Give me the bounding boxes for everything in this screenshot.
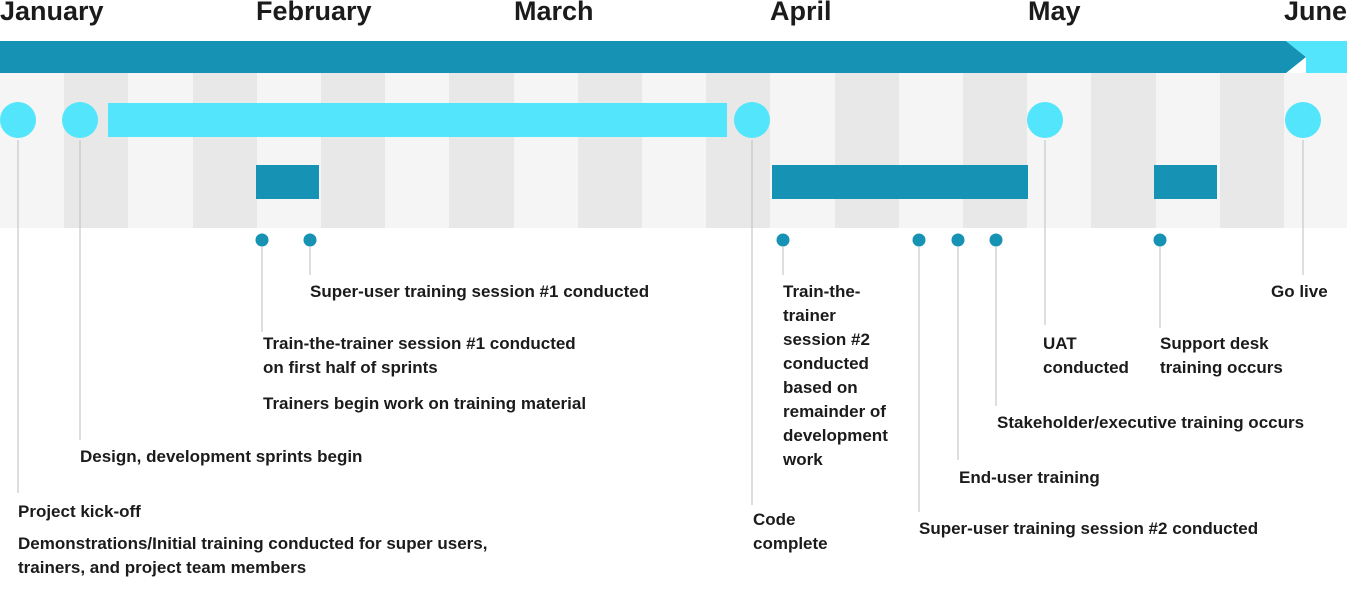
milestone-circle: [734, 102, 770, 138]
label-trainers-material: Trainers begin work on training material: [263, 394, 587, 413]
label-end-user-training: End-user training: [959, 468, 1100, 487]
week-band: [899, 73, 963, 228]
week-band: [835, 73, 899, 228]
week-band: [1220, 73, 1284, 228]
label-go-live: Go live: [1271, 282, 1328, 301]
label-train-the-trainer-2: Train-the- trainer session #2 conducted …: [783, 282, 888, 469]
week-band: [64, 73, 128, 228]
week-band: [578, 73, 642, 228]
label-super-user-session-2: Super-user training session #2 conducted: [919, 519, 1259, 538]
milestone-circle: [1285, 102, 1321, 138]
label-demonstrations: Demonstrations/Initial training conducte…: [18, 534, 488, 577]
label-project-kickoff: Project kick-off: [18, 502, 141, 521]
timeline-arrow: [0, 41, 1306, 73]
training-bar-february: [256, 165, 319, 199]
week-band: [1091, 73, 1156, 228]
month-label-june: June: [1284, 0, 1347, 26]
week-band: [449, 73, 514, 228]
label-train-the-trainer-1: Train-the-trainer session #1 conducted o…: [263, 334, 576, 377]
event-dot: [912, 233, 926, 247]
week-band: [1284, 73, 1347, 228]
week-band: [770, 73, 835, 228]
week-band: [642, 73, 706, 228]
week-band: [193, 73, 257, 228]
week-band: [0, 73, 64, 228]
month-label-january: January: [0, 0, 104, 26]
connector-lines: [17, 140, 1304, 512]
training-bar-april: [772, 165, 1028, 199]
event-dot: [951, 233, 965, 247]
label-stakeholder-training: Stakeholder/executive training occurs: [997, 413, 1305, 432]
month-label-february: February: [256, 0, 372, 26]
week-bands: [0, 73, 1347, 228]
event-dots: [255, 233, 1167, 247]
week-band: [385, 73, 449, 228]
event-dot: [1153, 233, 1167, 247]
event-dot: [776, 233, 790, 247]
event-dot: [255, 233, 269, 247]
milestone-circle: [62, 102, 98, 138]
week-band: [706, 73, 770, 228]
timeline-arrow-tip: [1286, 41, 1347, 73]
label-support-desk: Support desk training occurs: [1160, 334, 1283, 377]
week-band: [321, 73, 385, 228]
week-band: [128, 73, 193, 228]
label-design-sprints: Design, development sprints begin: [80, 447, 363, 466]
milestone-circle: [1027, 102, 1063, 138]
label-super-user-session-1: Super-user training session #1 conducted: [310, 282, 650, 301]
week-band: [514, 73, 578, 228]
milestone-markers: [0, 102, 1321, 138]
week-band: [963, 73, 1027, 228]
development-sprints-bar: [108, 103, 727, 137]
month-label-april: April: [770, 0, 832, 26]
week-band: [1156, 73, 1220, 228]
month-label-may: May: [1028, 0, 1081, 26]
event-dot: [989, 233, 1003, 247]
training-bar-may: [1154, 165, 1217, 199]
week-band: [1027, 73, 1091, 228]
week-band: [257, 73, 321, 228]
event-dot: [303, 233, 317, 247]
label-uat-conducted: UAT conducted: [1043, 334, 1129, 377]
label-code-complete: Code complete: [753, 510, 828, 553]
milestone-circle: [0, 102, 36, 138]
month-label-march: March: [514, 0, 594, 26]
